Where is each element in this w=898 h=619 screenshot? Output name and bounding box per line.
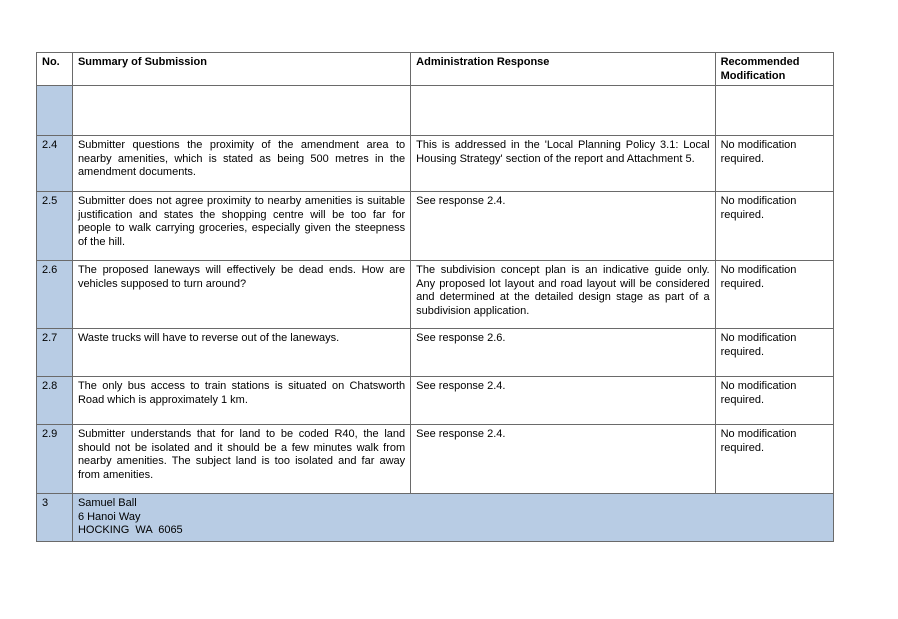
row-response-cell: See response 2.6. xyxy=(410,328,716,378)
table-row: 2.7 Waste trucks will have to reverse ou… xyxy=(36,328,835,378)
row-no-cell: 2.9 xyxy=(36,424,73,495)
row-modification-cell: No modification required. xyxy=(714,260,835,330)
header-modification-line1: Recommended xyxy=(720,56,800,68)
row-response-cell: This is addressed in the 'Local Planning… xyxy=(410,135,716,193)
row-no-cell xyxy=(36,85,73,137)
row-modification-cell: No modification required. xyxy=(714,135,835,193)
table-row: 2.4 Submitter questions the proximity of… xyxy=(36,135,835,193)
row-summary-cell xyxy=(71,85,412,137)
header-summary: Summary of Submission xyxy=(71,51,412,87)
row-summary-cell: Submitter does not agree proximity to ne… xyxy=(71,191,412,262)
row-modification-cell: No modification required. xyxy=(714,328,835,378)
row-no-cell: 2.8 xyxy=(36,376,73,426)
table-row: 2.6 The proposed laneways will effective… xyxy=(36,260,835,330)
table-row: 2.8 The only bus access to train station… xyxy=(36,376,835,426)
row-summary-cell: Waste trucks will have to reverse out of… xyxy=(71,328,412,378)
row-modification-cell: No modification required. xyxy=(714,191,835,262)
table-header-row: No. Summary of Submission Administration… xyxy=(36,51,835,87)
row-summary-cell: Submitter questions the proximity of the… xyxy=(71,135,412,193)
submitter-suburb: HOCKING WA 6065 xyxy=(77,524,183,537)
header-no: No. xyxy=(36,51,73,87)
row-response-cell xyxy=(410,85,716,137)
table-row: 2.5 Submitter does not agree proximity t… xyxy=(36,191,835,262)
header-response: Administration Response xyxy=(410,51,716,87)
row-summary-cell: The only bus access to train stations is… xyxy=(71,376,412,426)
submitter-no-cell: 3 xyxy=(36,493,73,543)
row-no-cell: 2.6 xyxy=(36,260,73,330)
row-modification-cell: No modification required. xyxy=(714,424,835,495)
row-response-cell: The subdivision concept plan is an indic… xyxy=(410,260,716,330)
submitter-address-cell: Samuel Ball 6 Hanoi Way HOCKING WA 6065 xyxy=(71,493,835,543)
row-modification-cell xyxy=(714,85,835,137)
row-response-cell: See response 2.4. xyxy=(410,191,716,262)
row-summary-cell: Submitter understands that for land to b… xyxy=(71,424,412,495)
row-response-cell: See response 2.4. xyxy=(410,424,716,495)
table-row-blank xyxy=(36,85,835,137)
header-modification-line2: Modification xyxy=(720,69,786,82)
submissions-table: No. Summary of Submission Administration… xyxy=(36,51,835,543)
row-response-cell: See response 2.4. xyxy=(410,376,716,426)
row-no-cell: 2.7 xyxy=(36,328,73,378)
row-no-cell: 2.4 xyxy=(36,135,73,193)
submitter-street: 6 Hanoi Way xyxy=(77,510,141,523)
row-modification-cell: No modification required. xyxy=(714,376,835,426)
row-summary-cell: The proposed laneways will effectively b… xyxy=(71,260,412,330)
submitter-row: 3 Samuel Ball 6 Hanoi Way HOCKING WA 606… xyxy=(36,493,835,543)
table-row: 2.9 Submitter understands that for land … xyxy=(36,424,835,495)
submitter-name: Samuel Ball xyxy=(77,497,137,510)
row-no-cell: 2.5 xyxy=(36,191,73,262)
